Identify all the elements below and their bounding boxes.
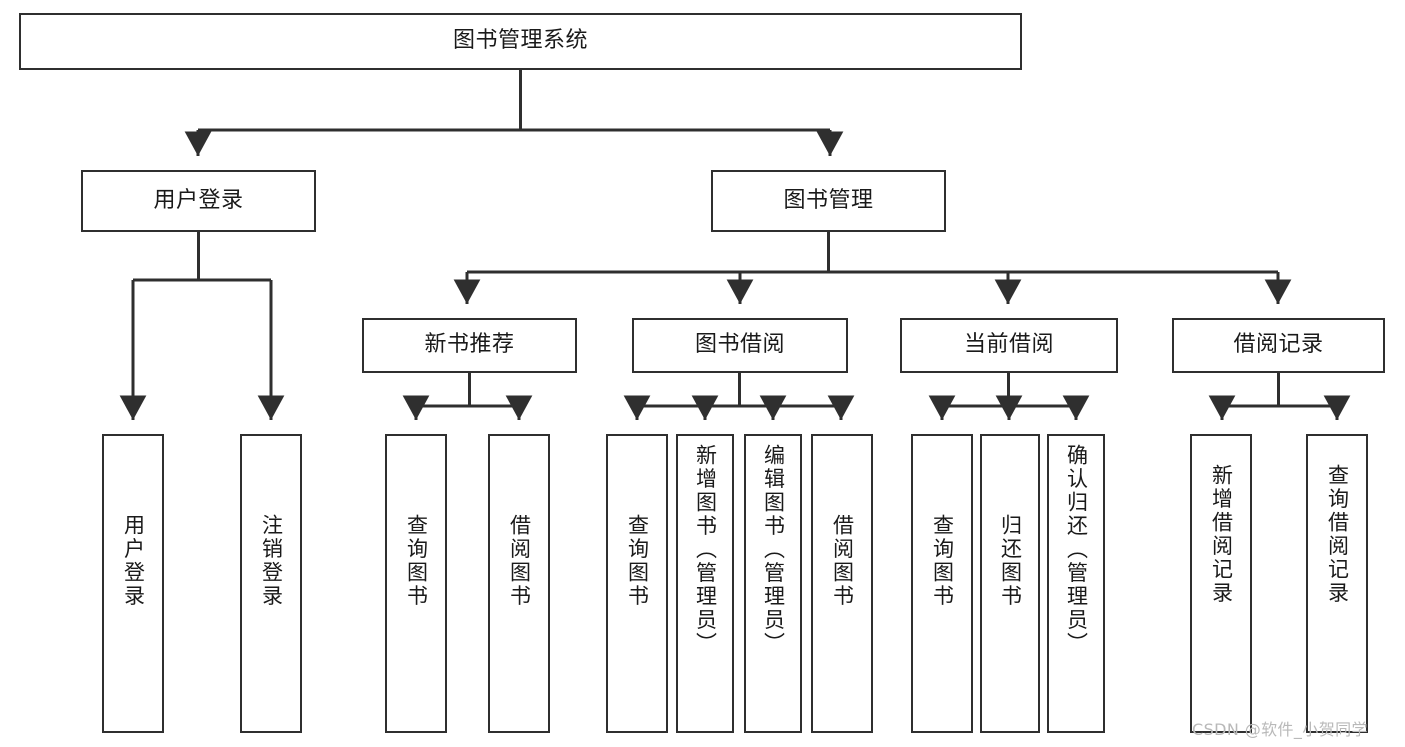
leaf-add-record-label: 新增借阅记录 (1209, 464, 1234, 605)
node-book-manage[interactable]: 图书管理 (711, 170, 946, 232)
node-borrow-record[interactable]: 借阅记录 (1172, 318, 1385, 373)
node-borrow-record-label: 借阅记录 (1233, 332, 1324, 358)
node-current-borrow[interactable]: 当前借阅 (900, 318, 1118, 373)
leaf-query-book-2[interactable]: 查询图书 (606, 434, 668, 733)
leaf-edit-book[interactable]: 编辑图书（管理员） (744, 434, 802, 733)
node-book-borrow-label: 图书借阅 (694, 332, 785, 358)
leaf-return-book[interactable]: 归还图书 (980, 434, 1040, 733)
leaf-query-book-1[interactable]: 查询图书 (385, 434, 447, 733)
leaf-borrow-book-2-label: 借阅图书 (830, 514, 855, 608)
leaf-user-login-label: 用户登录 (121, 514, 146, 608)
node-book-borrow[interactable]: 图书借阅 (632, 318, 848, 373)
leaf-borrow-book-1-label: 借阅图书 (507, 514, 532, 608)
node-new-book-recommend[interactable]: 新书推荐 (362, 318, 577, 373)
leaf-add-book-label: 新增图书（管理员） (693, 444, 718, 656)
leaf-borrow-book-1[interactable]: 借阅图书 (488, 434, 550, 733)
node-user-login[interactable]: 用户登录 (81, 170, 316, 232)
node-root-label: 图书管理系统 (452, 28, 588, 54)
leaf-confirm-return-label: 确认归还（管理员） (1064, 444, 1089, 656)
node-current-borrow-label: 当前借阅 (963, 332, 1054, 358)
csdn-watermark: CSDN @软件_小贺同学 (1192, 720, 1368, 739)
node-new-book-recommend-label: 新书推荐 (424, 332, 515, 358)
leaf-query-record-label: 查询借阅记录 (1325, 464, 1350, 605)
leaf-borrow-book-2[interactable]: 借阅图书 (811, 434, 873, 733)
node-root[interactable]: 图书管理系统 (19, 13, 1022, 70)
leaf-confirm-return[interactable]: 确认归还（管理员） (1047, 434, 1105, 733)
leaf-return-book-label: 归还图书 (998, 514, 1023, 608)
leaf-query-record[interactable]: 查询借阅记录 (1306, 434, 1368, 733)
leaf-user-logout-label: 注销登录 (259, 514, 284, 608)
node-user-login-label: 用户登录 (153, 187, 244, 213)
leaf-query-book-1-label: 查询图书 (404, 514, 429, 608)
leaf-add-record[interactable]: 新增借阅记录 (1190, 434, 1252, 733)
leaf-query-book-2-label: 查询图书 (625, 514, 650, 608)
leaf-user-login[interactable]: 用户登录 (102, 434, 164, 733)
leaf-query-book-3[interactable]: 查询图书 (911, 434, 973, 733)
node-book-manage-label: 图书管理 (783, 187, 874, 213)
leaf-edit-book-label: 编辑图书（管理员） (761, 444, 786, 656)
leaf-user-logout[interactable]: 注销登录 (240, 434, 302, 733)
leaf-add-book[interactable]: 新增图书（管理员） (676, 434, 734, 733)
leaf-query-book-3-label: 查询图书 (930, 514, 955, 608)
